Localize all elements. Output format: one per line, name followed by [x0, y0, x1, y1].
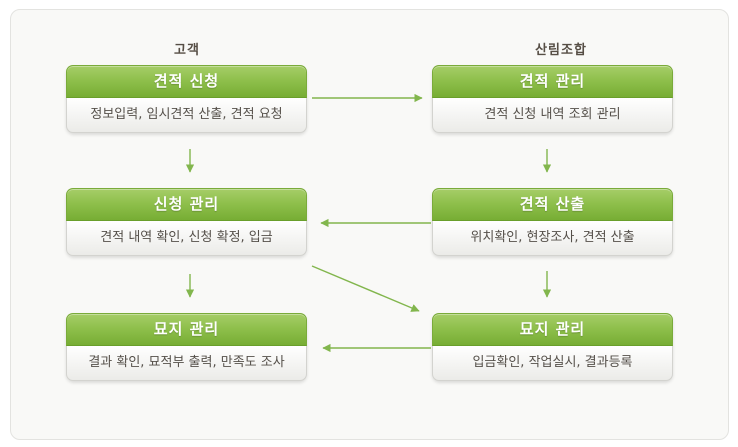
- flow-box-quote-management-body: 견적 신청 내역 조회 관리: [432, 98, 673, 133]
- flow-box-application-management-title: 신청 관리: [66, 188, 307, 221]
- column-label-customer: 고객: [174, 43, 200, 58]
- flow-box-quote-request-body: 정보입력, 임시견적 산출, 견적 요청: [66, 98, 307, 133]
- flow-box-quote-management-title: 견적 관리: [432, 65, 673, 98]
- flow-box-cemetery-management-coop-title: 묘지 관리: [432, 313, 673, 346]
- flow-box-cemetery-management-coop-body: 입금확인, 작업실시, 결과등록: [432, 346, 673, 381]
- flow-box-application-management-body: 견적 내역 확인, 신청 확정, 입금: [66, 221, 307, 256]
- flow-box-quote-request-title: 견적 신청: [66, 65, 307, 98]
- flow-box-cemetery-management-customer-body: 결과 확인, 묘적부 출력, 만족도 조사: [66, 346, 307, 381]
- flow-box-application-management: 신청 관리 견적 내역 확인, 신청 확정, 입금: [66, 188, 307, 256]
- flow-box-quote-calculation-title: 견적 산출: [432, 188, 673, 221]
- flow-box-quote-request: 견적 신청 정보입력, 임시견적 산출, 견적 요청: [66, 65, 307, 133]
- flow-box-quote-calculation-body: 위치확인, 현장조사, 견적 산출: [432, 221, 673, 256]
- flow-box-cemetery-management-coop: 묘지 관리 입금확인, 작업실시, 결과등록: [432, 313, 673, 381]
- flow-box-cemetery-management-customer: 묘지 관리 결과 확인, 묘적부 출력, 만족도 조사: [66, 313, 307, 381]
- flow-box-cemetery-management-customer-title: 묘지 관리: [66, 313, 307, 346]
- column-label-forestry-coop: 산림조합: [535, 43, 587, 58]
- flow-box-quote-management: 견적 관리 견적 신청 내역 조회 관리: [432, 65, 673, 133]
- flow-box-quote-calculation: 견적 산출 위치확인, 현장조사, 견적 산출: [432, 188, 673, 256]
